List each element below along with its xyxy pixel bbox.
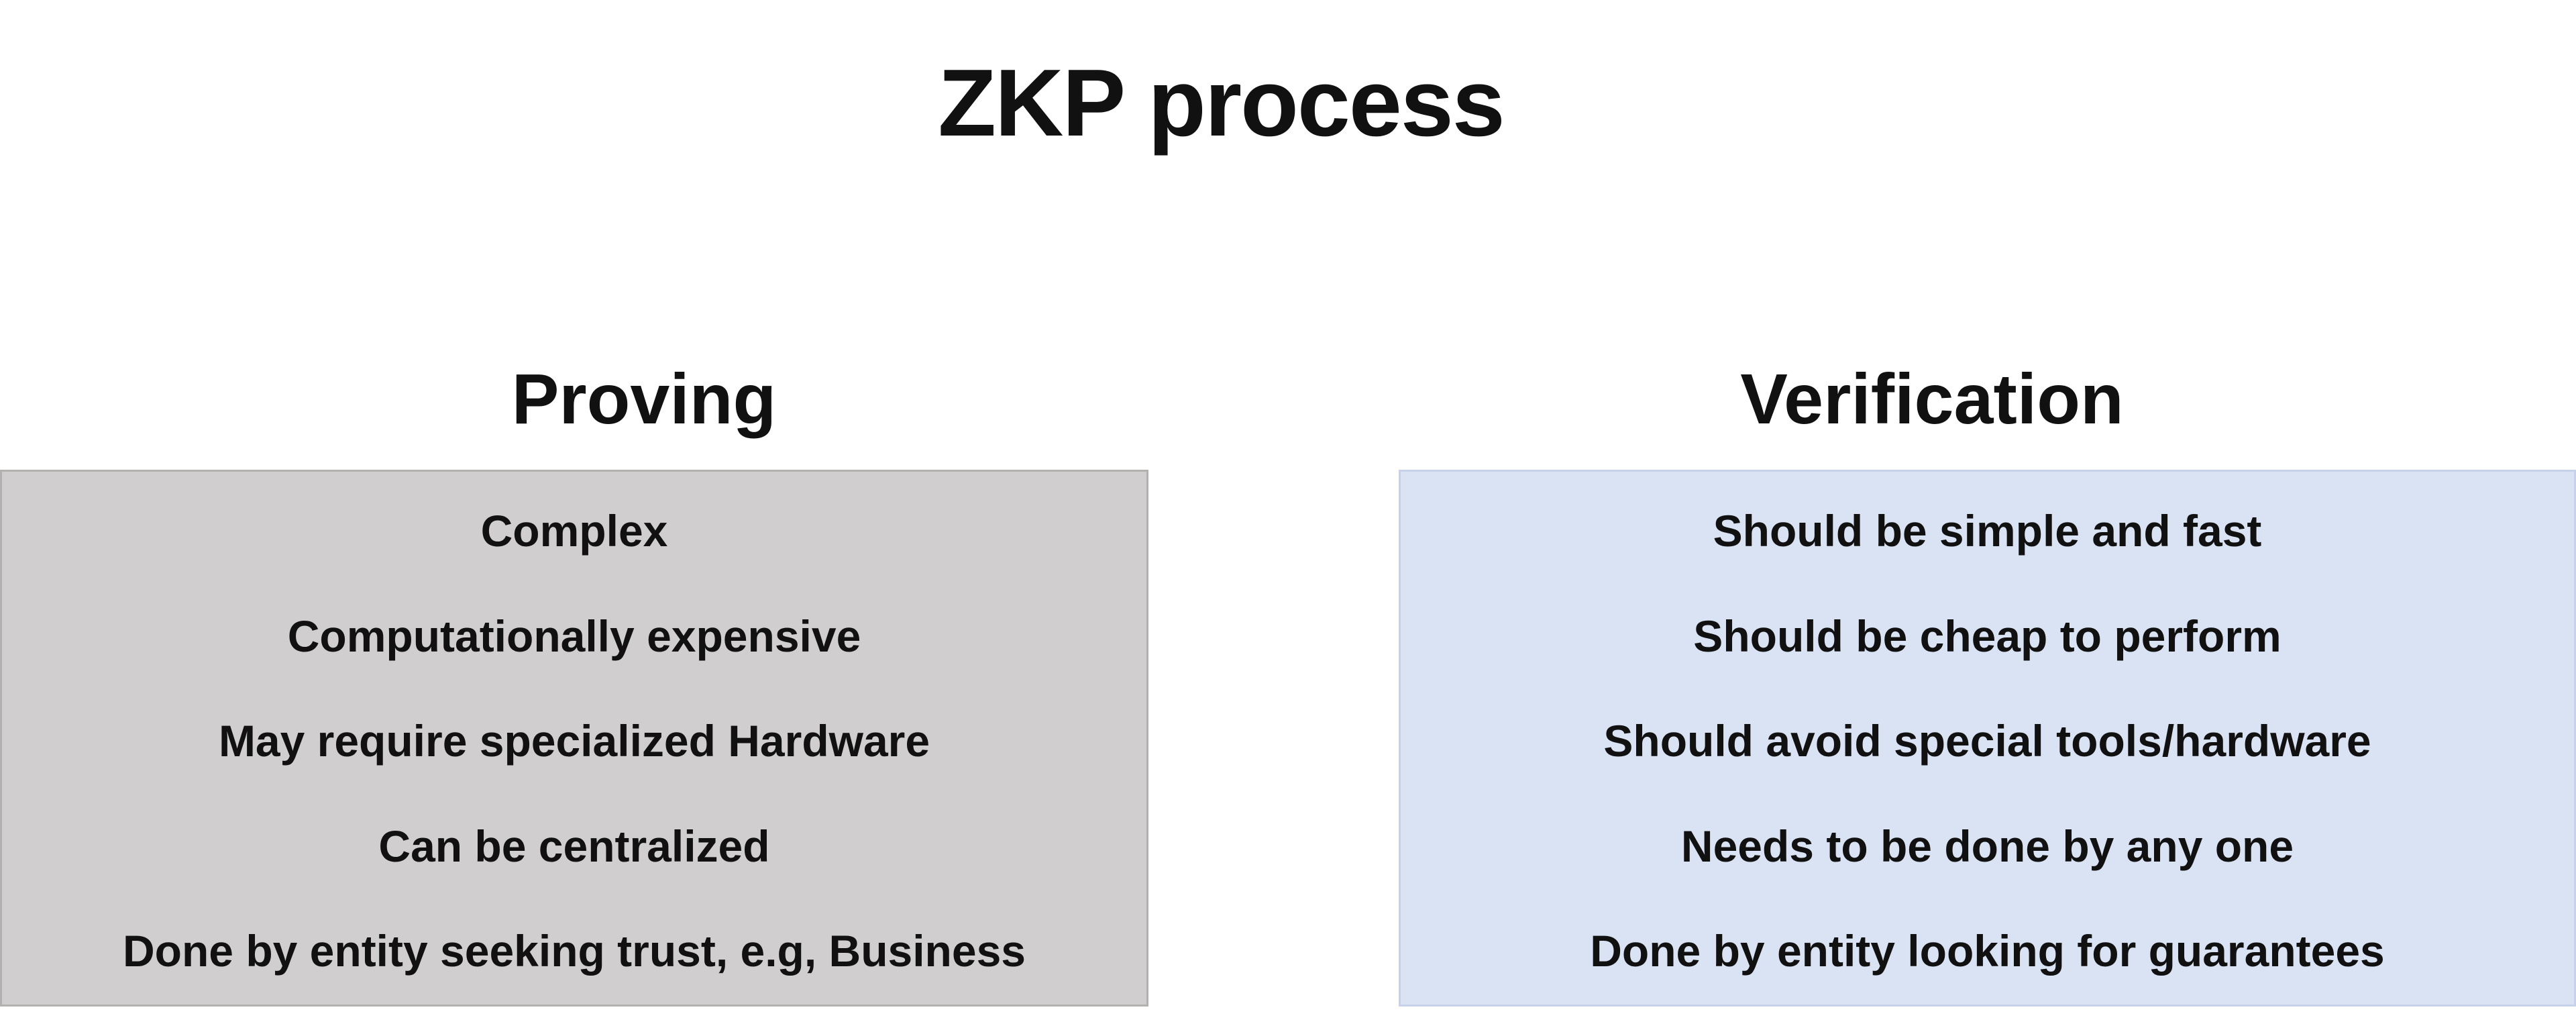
verification-item: Needs to be done by any one xyxy=(1680,821,2294,871)
column-headers: Proving Verification xyxy=(0,357,2576,442)
verification-box: Should be simple and fast Should be chea… xyxy=(1399,470,2576,1007)
proving-item: May require specialized Hardware xyxy=(218,716,930,766)
verification-item: Done by entity looking for guarantees xyxy=(1590,926,2385,976)
verification-item: Should be cheap to perform xyxy=(1693,611,2282,661)
proving-box: Complex Computationally expensive May re… xyxy=(0,470,1148,1007)
proving-column-header: Proving xyxy=(511,360,777,439)
verification-item: Should avoid special tools/hardware xyxy=(1603,716,2371,766)
proving-item: Complex xyxy=(480,506,668,556)
proving-item: Computationally expensive xyxy=(287,611,861,661)
verification-column-header: Verification xyxy=(1740,360,2124,439)
page-title: ZKP process xyxy=(938,50,1505,156)
verification-item: Should be simple and fast xyxy=(1713,506,2262,556)
proving-item: Can be centralized xyxy=(378,821,770,871)
proving-item: Done by entity seeking trust, e.g, Busin… xyxy=(122,926,1026,976)
